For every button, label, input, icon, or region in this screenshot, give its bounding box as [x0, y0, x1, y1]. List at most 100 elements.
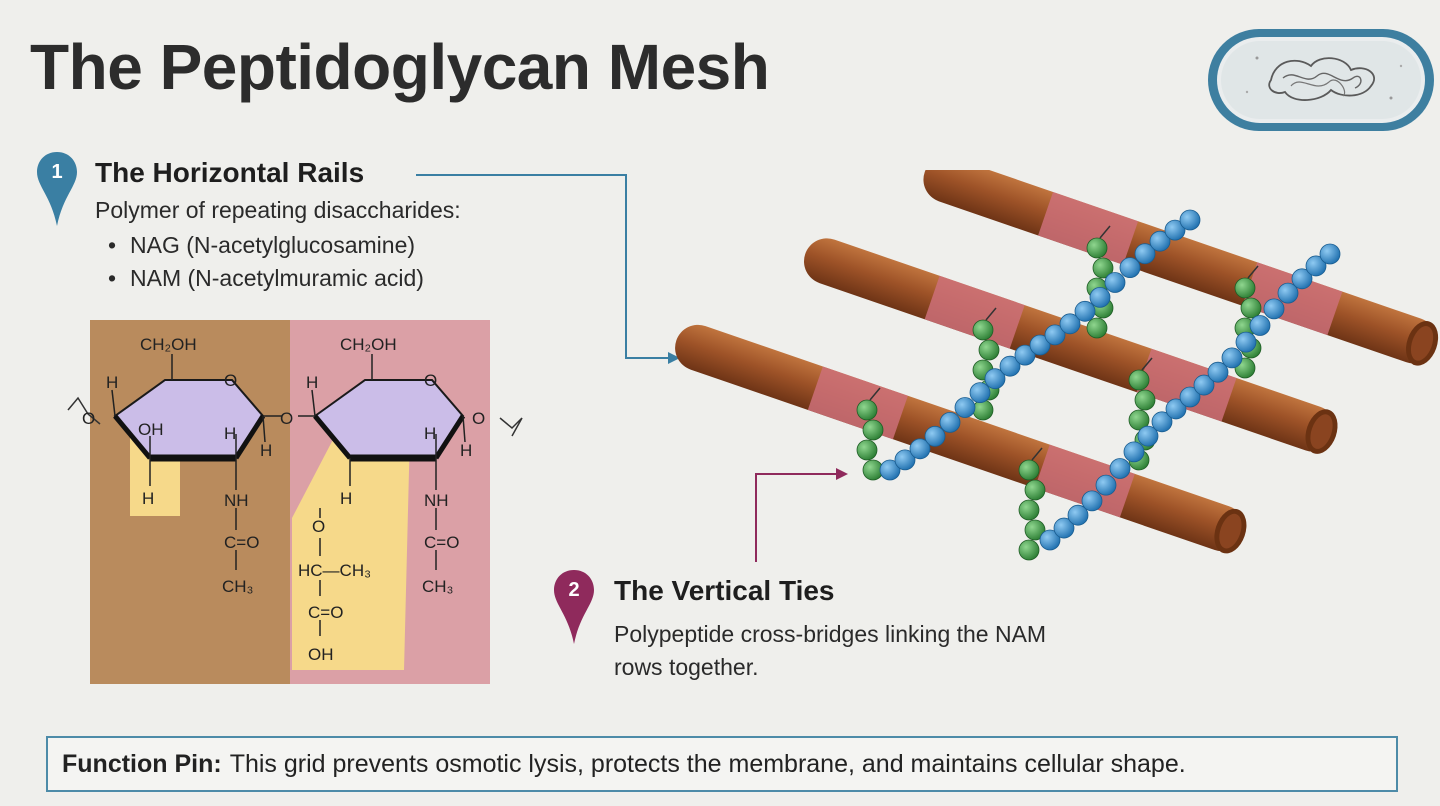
blue-bead: [909, 438, 931, 460]
blue-bead: [879, 459, 901, 481]
nam-ring-o: O: [424, 371, 437, 390]
nam-h-bottom: H: [340, 489, 352, 508]
blue-bead: [999, 355, 1021, 377]
list-item: •NAM (N-acetylmuramic acid): [108, 265, 424, 291]
ties-connector: [755, 468, 848, 562]
blue-bead: [1014, 344, 1036, 366]
nag-h-top: H: [106, 373, 118, 392]
green-bead: [1024, 519, 1046, 541]
blue-bead: [1151, 411, 1173, 433]
function-pin-box: Function Pin: This grid prevents osmotic…: [46, 736, 1398, 792]
lactyl-o: O: [312, 517, 325, 536]
nam-h-right: H: [460, 441, 472, 460]
rod-middle: [804, 238, 1338, 454]
marker-pin-1: 1: [35, 150, 79, 226]
pin-1-icon: [37, 152, 77, 226]
nag-oh: OH: [138, 420, 164, 439]
blue-bead: [1165, 398, 1187, 420]
green-bead: [856, 439, 878, 461]
green-bead: [1128, 369, 1150, 391]
blue-bead: [1179, 386, 1201, 408]
pin-1-number: 1: [51, 161, 63, 183]
blue-bead: [1277, 282, 1299, 304]
glycosidic-o: O: [280, 409, 293, 428]
nag-h-bottom: H: [142, 489, 154, 508]
rails-connector: [416, 174, 680, 364]
function-pin-text: This grid prevents osmotic lysis, protec…: [229, 749, 1186, 778]
rails-description: Polymer of repeating disaccharides:: [95, 197, 461, 223]
blue-bead: [1059, 313, 1081, 335]
blue-bead: [1137, 425, 1159, 447]
blue-bead: [1053, 517, 1075, 539]
green-bead: [1024, 479, 1046, 501]
green-bead: [1234, 277, 1256, 299]
pin-2-number: 2: [568, 579, 580, 601]
blue-bead: [1067, 504, 1089, 526]
blue-bead: [1193, 374, 1215, 396]
ties-description: Polypeptide cross-bridges linking the NA…: [614, 621, 1047, 680]
blue-bead: [1044, 324, 1066, 346]
peptidoglycan-mesh-illustration: [675, 170, 1439, 561]
green-bead: [1240, 297, 1262, 319]
blue-bead: [1089, 286, 1111, 308]
blue-bead: [894, 449, 916, 471]
disaccharide-list: •NAG (N-acetylglucosamine) •NAM (N-acety…: [108, 229, 424, 295]
blue-bead: [969, 382, 991, 404]
blue-bead: [1319, 243, 1341, 265]
nam-h-top: H: [306, 373, 318, 392]
pin-2-icon: [554, 570, 594, 644]
green-bead: [1086, 317, 1108, 339]
nag-nh: NH: [224, 491, 249, 510]
nag-h-right: H: [260, 441, 272, 460]
list-item: •NAG (N-acetylglucosamine): [108, 232, 416, 258]
nag-link-o: O: [82, 409, 95, 428]
green-bead: [862, 419, 884, 441]
blue-bead: [1263, 298, 1285, 320]
blue-bead: [954, 397, 976, 418]
lactyl-c-eq-o: C=O: [308, 603, 343, 622]
blue-bead: [1029, 334, 1051, 356]
green-bead: [1086, 237, 1108, 259]
blue-bead: [1179, 209, 1201, 231]
nag-panel: [90, 320, 290, 684]
rails-heading: The Horizontal Rails: [95, 157, 365, 188]
blue-bead: [1305, 255, 1327, 277]
nag-c-eq-o: C=O: [224, 533, 259, 552]
marker-pin-2: 2: [552, 568, 596, 644]
green-bead: [1018, 459, 1040, 481]
lactyl-oh: OH: [308, 645, 334, 664]
function-pin-label: Function Pin:: [62, 749, 222, 778]
blue-bead: [1081, 490, 1103, 512]
page-title: The Peptidoglycan Mesh: [30, 31, 770, 103]
blue-bead: [1104, 272, 1126, 293]
ties-heading: The Vertical Ties: [614, 575, 835, 606]
green-bead: [1018, 499, 1040, 521]
blue-bead: [1235, 331, 1257, 353]
blue-bead: [1249, 315, 1271, 336]
blue-bead: [1123, 441, 1145, 463]
nag-ch2oh: CH₂OH: [140, 335, 197, 354]
bacterium-icon: [1208, 29, 1434, 131]
nag-ch3: CH₃: [222, 577, 253, 596]
green-bead: [978, 339, 1000, 361]
blue-bead: [1109, 458, 1131, 479]
blue-bead: [1164, 219, 1186, 241]
nam-ch2oh: CH₂OH: [340, 335, 397, 354]
blue-bead: [1221, 347, 1243, 369]
nam-link-o: O: [472, 409, 485, 428]
green-bead: [1018, 539, 1040, 561]
blue-bead: [1207, 361, 1229, 383]
blue-bead: [1039, 529, 1061, 551]
blue-bead: [1134, 243, 1156, 265]
nam-nh: NH: [424, 491, 449, 510]
blue-bead: [924, 425, 946, 447]
nam-ch3: CH₃: [422, 577, 453, 596]
green-bead: [1134, 389, 1156, 411]
blue-bead: [1291, 268, 1313, 290]
green-bead: [1092, 257, 1114, 279]
blue-bead: [939, 411, 961, 433]
blue-bead: [1119, 257, 1141, 279]
nag-ring-o: O: [224, 371, 237, 390]
green-bead: [1128, 409, 1150, 431]
green-bead: [856, 399, 878, 421]
